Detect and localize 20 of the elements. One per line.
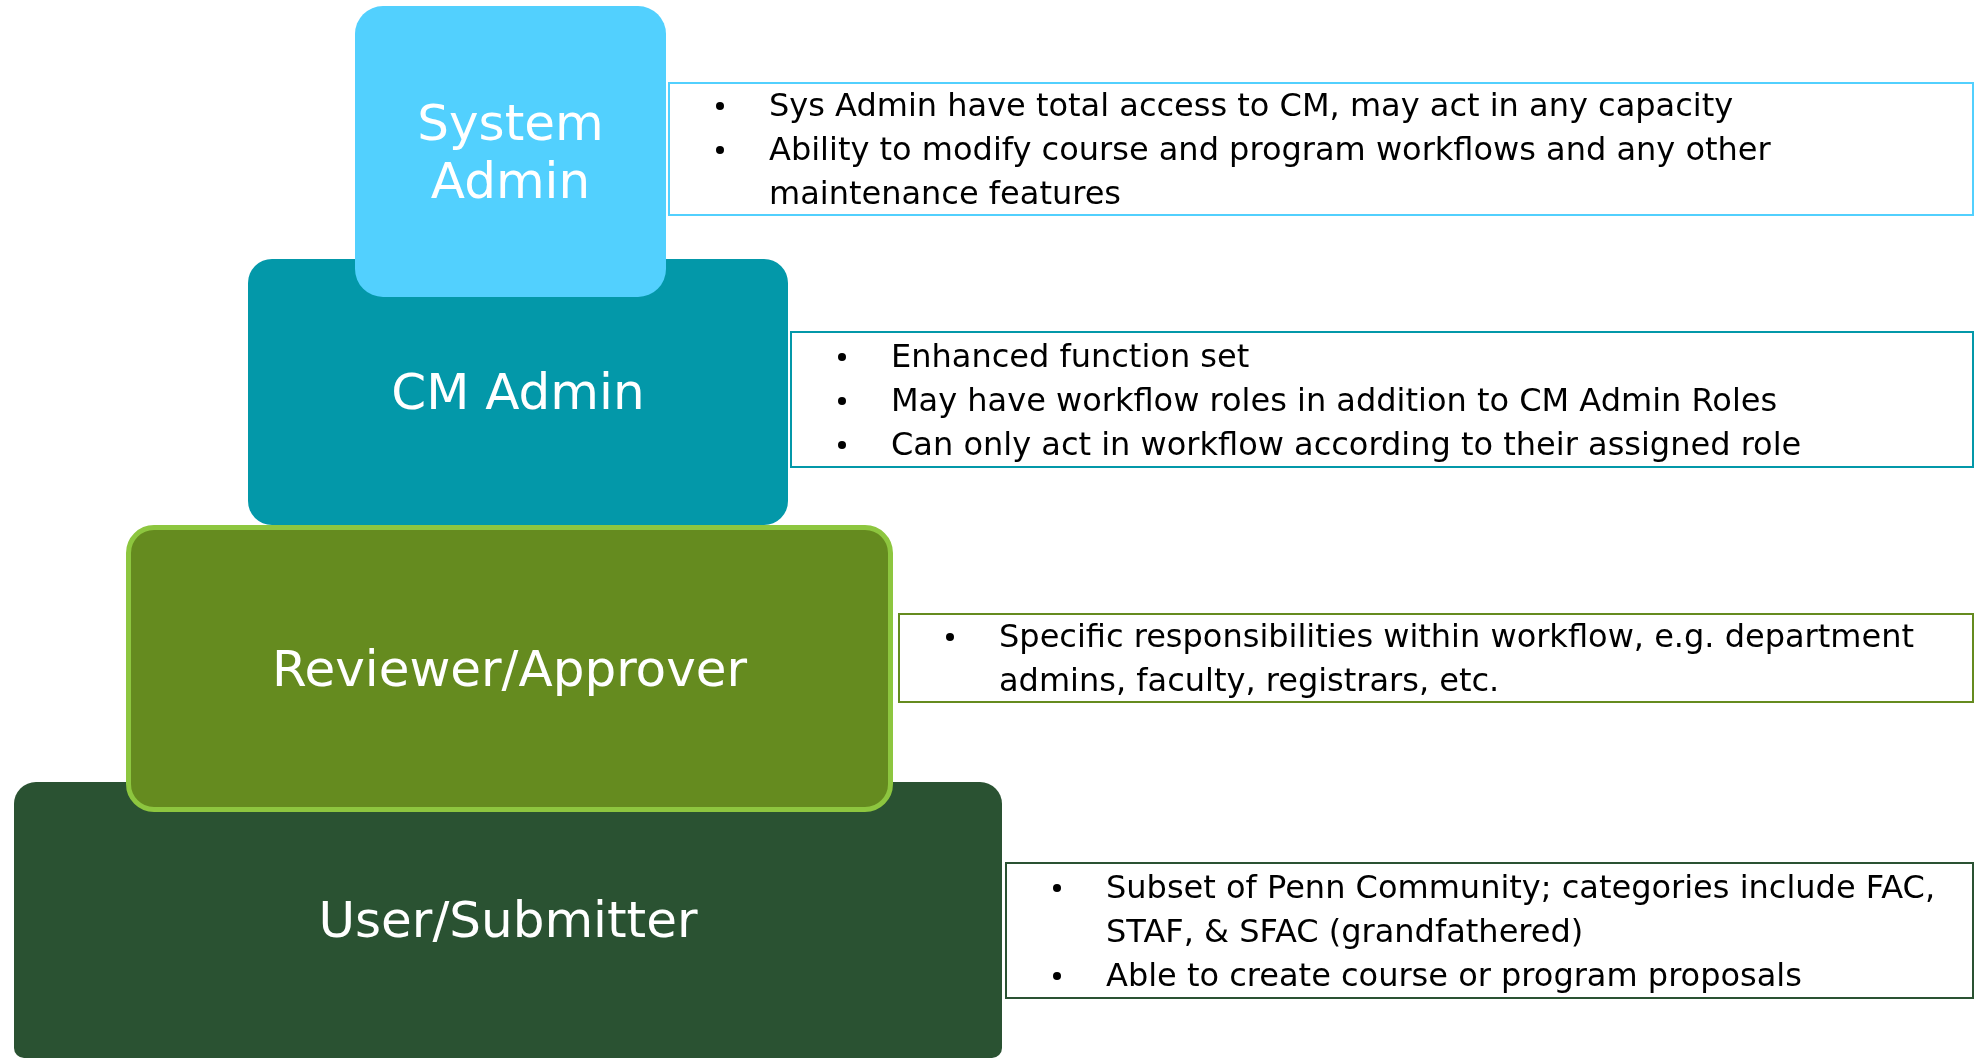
tier-block	[126, 525, 893, 812]
bullet-text: Sys Admin have total access to CM, may act in any capacity	[769, 85, 1734, 126]
tier-label: System Admin	[416, 93, 605, 210]
bullet-text: Able to create course or program proposals	[1106, 954, 1802, 996]
bullet-text: Ability to modify course and program workflows and any other maintenance features	[769, 129, 1772, 214]
tier-label: Reviewer/Approver	[271, 639, 748, 698]
bullet-text: Can only act in workflow according to their assigned role	[891, 423, 1802, 465]
tier-block	[355, 6, 666, 297]
bullet-text: Subset of Penn Community; categories include FAC, STAF, & SFAC (grandfathered)	[1106, 866, 1937, 952]
bullet-text: May have workflow roles in addition to CM Admin Roles	[891, 379, 1778, 421]
bullet-text: Specific responsibilities within workflow, e.g. department admins, faculty, registrars, etc.	[999, 616, 1915, 701]
tier-block	[248, 259, 788, 525]
description-box	[1005, 862, 1974, 999]
description-box	[898, 613, 1974, 703]
tier-label: User/Submitter	[318, 891, 698, 949]
description-box	[668, 82, 1974, 216]
tier-label: CM Admin	[391, 363, 645, 421]
description-box	[790, 331, 1974, 468]
bullet-text: Enhanced function set	[891, 335, 1250, 377]
tier-block	[14, 782, 1002, 1058]
